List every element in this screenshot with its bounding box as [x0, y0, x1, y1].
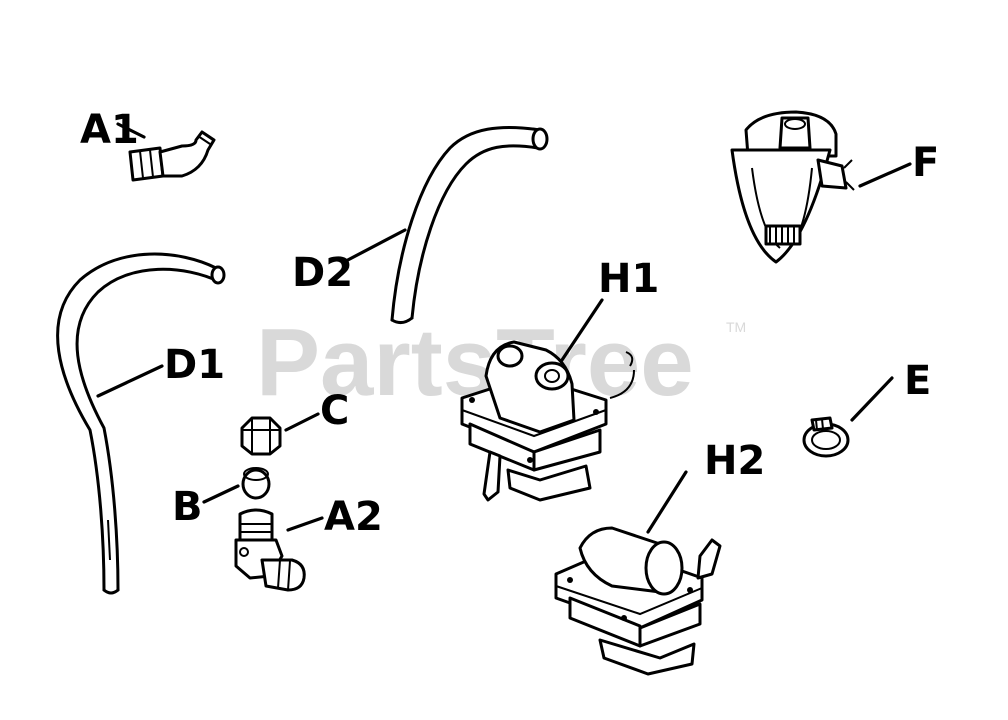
part-h2-fuel-pump[interactable]	[554, 526, 722, 676]
label-a2[interactable]: A2	[324, 494, 383, 540]
part-a2-elbow[interactable]	[234, 508, 306, 592]
part-c-nut[interactable]	[240, 416, 282, 456]
label-d1[interactable]: D1	[164, 342, 225, 388]
part-d1-hose[interactable]	[56, 252, 226, 595]
part-b-sleeve[interactable]	[241, 467, 271, 500]
leader-e	[850, 376, 894, 422]
label-d2[interactable]: D2	[292, 250, 353, 296]
part-h1-fuel-pump[interactable]	[460, 340, 635, 502]
label-h1[interactable]: H1	[598, 256, 659, 302]
leader-c	[284, 412, 320, 432]
leader-f	[858, 162, 912, 188]
leader-a1	[116, 122, 146, 139]
part-f-filter-bowl[interactable]	[730, 110, 855, 264]
label-f[interactable]: F	[912, 140, 939, 186]
part-e-hose-clamp[interactable]	[802, 416, 850, 458]
watermark-trademark: TM	[726, 319, 746, 335]
leader-h2	[646, 470, 688, 534]
leader-d1	[96, 364, 164, 398]
leader-h1	[560, 298, 604, 362]
label-a1[interactable]: A1	[80, 107, 139, 153]
label-h2[interactable]: H2	[704, 438, 765, 484]
leader-b	[202, 484, 240, 504]
leader-a2	[286, 516, 324, 532]
leader-d2	[342, 228, 407, 264]
label-e[interactable]: E	[904, 358, 931, 404]
label-b[interactable]: B	[172, 484, 203, 530]
part-d2-hose[interactable]	[390, 125, 549, 325]
label-c[interactable]: C	[320, 388, 349, 434]
part-a1-elbow-fitting[interactable]	[128, 130, 216, 182]
